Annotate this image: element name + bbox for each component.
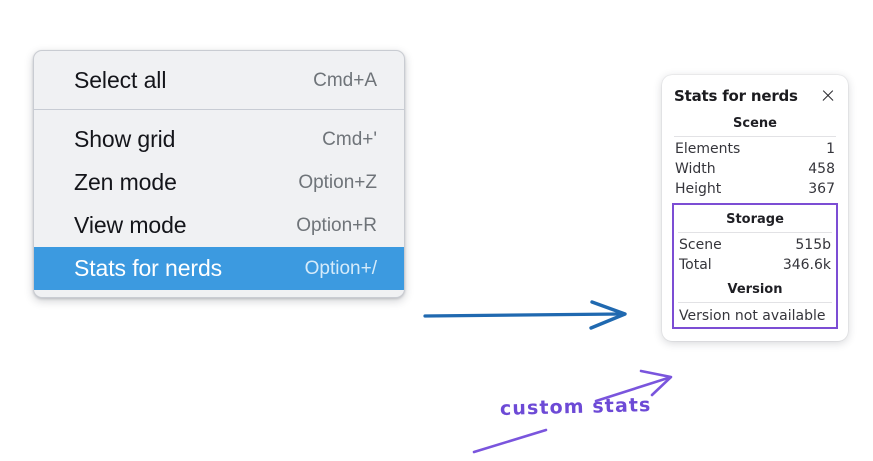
custom-stats-highlight-box: Storage Scene 515b Total 346.6k Version … xyxy=(672,203,838,329)
menu-item-shortcut: Cmd+' xyxy=(322,128,377,150)
stat-row: Height 367 xyxy=(672,179,838,199)
stat-value: 515b xyxy=(795,237,831,253)
menu-item-shortcut: Option+R xyxy=(296,214,377,236)
menu-item-shortcut: Cmd+A xyxy=(313,69,377,91)
menu-item-zen-mode[interactable]: Zen mode Option+Z xyxy=(34,161,404,204)
menu-item-show-grid[interactable]: Show grid Cmd+' xyxy=(34,118,404,161)
storage-heading: Storage xyxy=(726,212,784,227)
menu-item-label: Show grid xyxy=(74,126,176,152)
panel-title: Stats for nerds xyxy=(674,87,798,105)
stat-value: 1 xyxy=(826,141,835,157)
menu-section-2: Show grid Cmd+' Zen mode Option+Z View m… xyxy=(34,109,404,297)
menu-item-label: Zen mode xyxy=(74,169,177,195)
menu-item-shortcut: Option+Z xyxy=(298,171,377,193)
close-icon[interactable] xyxy=(820,88,836,104)
menu-item-select-all[interactable]: Select all Cmd+A xyxy=(34,59,404,102)
context-menu[interactable]: Select all Cmd+A Show grid Cmd+' Zen mod… xyxy=(33,50,405,298)
divider xyxy=(678,302,832,303)
stat-value: 346.6k xyxy=(782,257,831,273)
menu-item-shortcut: Option+/ xyxy=(304,257,377,279)
blue-arrow-annotation xyxy=(423,300,627,330)
version-text: Version not available xyxy=(679,308,826,324)
stat-key: Height xyxy=(675,181,722,197)
divider xyxy=(678,232,832,233)
version-heading: Version xyxy=(727,282,783,297)
stats-panel-header: Stats for nerds xyxy=(672,85,838,109)
stat-row: Elements 1 xyxy=(672,139,838,159)
menu-item-view-mode[interactable]: View mode Option+R xyxy=(34,204,404,247)
stat-key: Total xyxy=(679,257,712,273)
divider xyxy=(674,136,836,137)
menu-item-label: View mode xyxy=(74,212,187,238)
stat-row: Width 458 xyxy=(672,159,838,179)
stat-row: Scene 515b xyxy=(676,235,834,255)
stat-key: Elements xyxy=(675,141,741,157)
custom-stats-annotation-label: custom stats xyxy=(499,394,652,420)
stat-value: 458 xyxy=(808,161,835,177)
stat-row: Total 346.6k xyxy=(676,255,834,275)
stats-for-nerds-panel: Stats for nerds Scene Elements 1 Width 4… xyxy=(662,75,848,341)
menu-item-label: Select all xyxy=(74,67,167,93)
scene-heading: Scene xyxy=(733,116,777,131)
menu-section-1: Select all Cmd+A xyxy=(34,51,404,109)
menu-item-label: Stats for nerds xyxy=(74,255,223,281)
stat-key: Scene xyxy=(679,237,722,253)
menu-item-stats-for-nerds[interactable]: Stats for nerds Option+/ xyxy=(34,247,404,290)
purple-underline-annotation xyxy=(472,428,548,454)
stat-value: 367 xyxy=(808,181,835,197)
stat-key: Width xyxy=(675,161,716,177)
